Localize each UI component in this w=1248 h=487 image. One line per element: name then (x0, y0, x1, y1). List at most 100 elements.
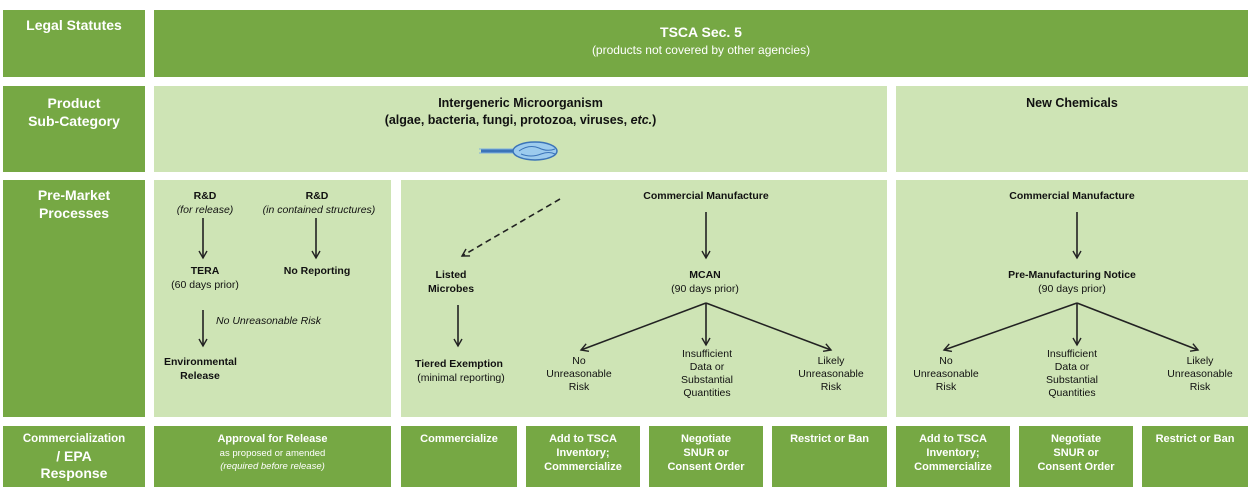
tera-label: TERA (190, 265, 220, 277)
chem-outcome-insufficient: Insufficient Data or Substantial Quantit… (1036, 348, 1108, 400)
row-label-legal-statutes: Legal Statutes (3, 10, 145, 77)
approval-title: Approval for Release (217, 433, 328, 445)
environmental-release-line1: Environmental (164, 356, 237, 368)
negotiate-1-line1: Negotiate (680, 433, 732, 445)
response-approval-for-release: Approval for Release as proposed or amen… (154, 426, 391, 487)
micro-outcome-insufficient-line1: Insufficient (681, 348, 732, 360)
chem-outcome-insufficient-line3: Substantial (1046, 374, 1098, 386)
microorganism-examples: (algae, bacteria, fungi, protozoa, virus… (154, 113, 887, 128)
rnd-release-note: (for release) (176, 204, 234, 216)
chem-outcome-likely-line3: Risk (1189, 381, 1211, 393)
response-add-to-tsca-microbes: Add to TSCA Inventory; Commercialize (526, 426, 640, 487)
chem-outcome-insufficient-line1: Insufficient (1046, 348, 1097, 360)
rnd-contained-note: (in contained structures) (262, 204, 376, 216)
micro-outcome-no-line3: Risk (568, 381, 590, 393)
micro-outcome-likely-risk: Likely Unreasonable Risk (791, 355, 871, 394)
chem-outcome-insufficient-line2: Data or (1054, 361, 1090, 373)
add-tsca-2-line1: Add to TSCA (919, 433, 987, 445)
chem-outcome-insufficient-line4: Quantities (1048, 387, 1096, 399)
row-label-premarket-processes: Pre-Market Processes (3, 180, 145, 417)
tiered-exemption-label: Tiered Exemption (415, 358, 503, 370)
chemical-commercial-box: Commercial Manufacture Pre-Manufacturing… (896, 180, 1248, 417)
micro-outcome-no-risk: No Unreasonable Risk (539, 355, 619, 394)
negotiate-2-line2: SNUR or (1053, 447, 1099, 459)
negotiate-1-line3: Consent Order (667, 461, 745, 473)
microorganism-title: Intergeneric Microorganism (438, 96, 603, 110)
tsca-sec5-banner: TSCA Sec. 5 (products not covered by oth… (154, 10, 1248, 77)
row-label-product-subcategory: Product Sub-Category (3, 86, 145, 172)
approval-subtitle: as proposed or amended (219, 448, 326, 459)
legal-statutes-label: Legal Statutes (26, 17, 122, 33)
response-restrict-ban-chemicals: Restrict or Ban (1142, 426, 1248, 487)
add-tsca-1-line2: Inventory; (556, 447, 610, 459)
chem-outcome-likely-risk: Likely Unreasonable Risk (1160, 355, 1240, 394)
negotiate-1-text: Negotiate SNUR or Consent Order (649, 432, 763, 474)
tiered-exemption-note: (minimal reporting) (417, 372, 505, 384)
chem-outcome-no-line3: Risk (935, 381, 957, 393)
negotiate-2-line3: Consent Order (1037, 461, 1115, 473)
micro-outcome-no-line2: Unreasonable (546, 368, 612, 380)
chem-outcome-no-line2: Unreasonable (913, 368, 979, 380)
add-tsca-2-text: Add to TSCA Inventory; Commercialize (896, 432, 1010, 474)
environmental-release-line2: Release (180, 370, 220, 382)
micro-outcome-likely-line2: Unreasonable (798, 368, 864, 380)
tera-note: (60 days prior) (171, 279, 239, 291)
rnd-process-box: R&D (for release) R&D (in contained stru… (154, 180, 391, 417)
chem-outcome-no-line1: No (939, 355, 953, 367)
negotiate-1-line2: SNUR or (683, 447, 729, 459)
mcan-note: (90 days prior) (671, 283, 739, 295)
rnd-contained-title: R&D (305, 190, 329, 202)
micro-outcome-likely-line1: Likely (817, 355, 845, 367)
response-commercialize: Commercialize (401, 426, 517, 487)
microorganism-examples-text: (algae, bacteria, fungi, protozoa, virus… (384, 113, 631, 127)
tsca-subtitle: (products not covered by other agencies) (591, 43, 811, 57)
pmn-note: (90 days prior) (1038, 283, 1106, 295)
response-negotiate-snur-microbes: Negotiate SNUR or Consent Order (649, 426, 763, 487)
chem-outcome-no-risk: No Unreasonable Risk (910, 355, 982, 394)
new-chemicals-box: New Chemicals (896, 86, 1248, 172)
micro-outcome-insufficient-line4: Quantities (683, 387, 731, 399)
negotiate-2-text: Negotiate SNUR or Consent Order (1019, 432, 1133, 474)
add-tsca-2-line2: Inventory; (926, 447, 980, 459)
microbe-commercial-box: Commercial Manufacture Listed Microbes T… (401, 180, 887, 417)
commercial-label-line2: / EPA (56, 448, 92, 464)
chemical-commercial-title: Commercial Manufacture (1009, 190, 1135, 202)
product-label-line2: Sub-Category (28, 113, 120, 129)
microbe-commercial-title: Commercial Manufacture (643, 190, 769, 202)
no-unreasonable-risk-note: No Unreasonable Risk (216, 315, 322, 327)
microorganism-examples-close: ) (652, 113, 657, 127)
listed-line1: Listed (435, 269, 467, 281)
chem-outcome-likely-line2: Unreasonable (1167, 368, 1233, 380)
microbe-icon (479, 141, 558, 161)
response-negotiate-snur-chemicals: Negotiate SNUR or Consent Order (1019, 426, 1133, 487)
add-tsca-1-line1: Add to TSCA (549, 433, 617, 445)
response-add-to-tsca-chemicals: Add to TSCA Inventory; Commercialize (896, 426, 1010, 487)
mcan-label: MCAN (689, 269, 721, 281)
response-restrict-ban-microbes: Restrict or Ban (772, 426, 887, 487)
micro-outcome-insufficient: Insufficient Data or Substantial Quantit… (669, 348, 745, 400)
restrict-2-label: Restrict or Ban (1155, 433, 1235, 445)
commercial-label-line3: Response (40, 465, 108, 481)
micro-outcome-likely-line3: Risk (820, 381, 842, 393)
add-tsca-2-line3: Commercialize (914, 461, 992, 473)
premarket-label-line2: Processes (38, 205, 110, 221)
premarket-label-line1: Pre-Market (37, 187, 111, 203)
product-label-line1: Product (47, 95, 101, 111)
chem-outcome-likely-line1: Likely (1186, 355, 1214, 367)
approval-note: (required before release) (220, 461, 325, 472)
negotiate-2-line1: Negotiate (1050, 433, 1102, 445)
rnd-release-title: R&D (193, 190, 217, 202)
microorganism-examples-etc: etc. (630, 113, 653, 127)
intergeneric-microorganism-box: Intergeneric Microorganism (algae, bacte… (154, 86, 887, 172)
commercialize-label: Commercialize (420, 433, 498, 445)
pmn-label: Pre-Manufacturing Notice (1008, 269, 1136, 281)
tsca-title: TSCA Sec. 5 (660, 24, 742, 40)
row-label-commercialization: Commercialization / EPA Response (3, 426, 145, 487)
micro-outcome-insufficient-line2: Data or (689, 361, 725, 373)
restrict-1-label: Restrict or Ban (790, 433, 869, 445)
commercial-label-line1: Commercialization (22, 433, 126, 445)
listed-line2: Microbes (427, 283, 475, 295)
micro-outcome-insufficient-line3: Substantial (681, 374, 733, 386)
add-tsca-1-line3: Commercialize (544, 461, 622, 473)
micro-outcome-no-line1: No (572, 355, 586, 367)
